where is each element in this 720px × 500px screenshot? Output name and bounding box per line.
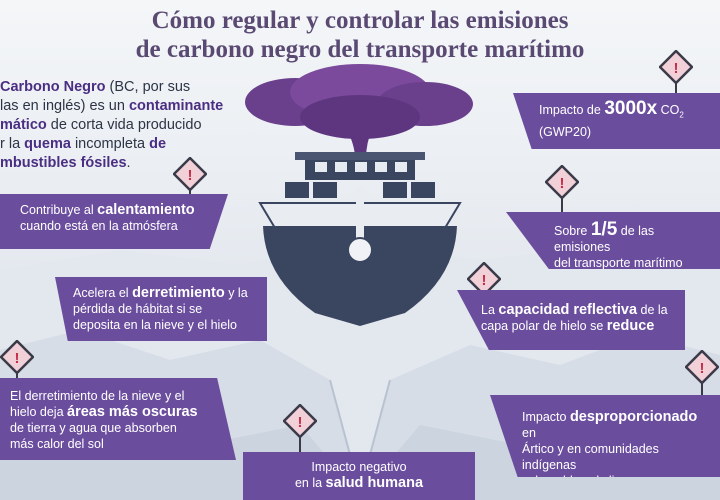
svg-text:!: ! — [560, 175, 565, 192]
callout-derretimiento: Acelera el derretimiento y la pérdida de… — [55, 277, 267, 341]
svg-text:!: ! — [700, 360, 705, 377]
callout-salud-humana: Impacto negativo en la salud humana — [243, 452, 475, 500]
warning-sign-icon: ! — [545, 165, 579, 215]
callout-impacto-3000x: Impacto de 3000x CO2 (GWP20) — [513, 93, 720, 149]
svg-text:!: ! — [15, 350, 20, 367]
smoke-cloud — [245, 64, 473, 170]
callout-calentamiento: Contribuye al calentamiento cuando está … — [0, 194, 228, 249]
svg-text:!: ! — [188, 167, 193, 184]
svg-text:!: ! — [674, 60, 679, 77]
svg-text:!: ! — [298, 414, 303, 431]
warning-sign-icon: ! — [659, 50, 693, 100]
callout-capacidad-reflectiva: La capacidad reflectiva de la capa polar… — [457, 290, 685, 350]
callout-areas-oscuras: El derretimiento de la nieve y el hielo … — [0, 378, 236, 460]
svg-text:!: ! — [482, 272, 487, 289]
ship-illustration — [258, 152, 462, 326]
intro-paragraph: Carbono Negro (BC, por sus las en inglés… — [0, 79, 224, 171]
callout-un-quinto: Sobre 1/5 de las emisiones del transport… — [506, 212, 720, 269]
callout-artico: Impacto desproporcionado en Ártico y en … — [490, 395, 720, 477]
page-title: Cómo regular y controlar las emisiones d… — [135, 7, 585, 63]
warning-sign-icon: ! — [283, 404, 317, 454]
warning-sign-icon: ! — [685, 350, 719, 400]
